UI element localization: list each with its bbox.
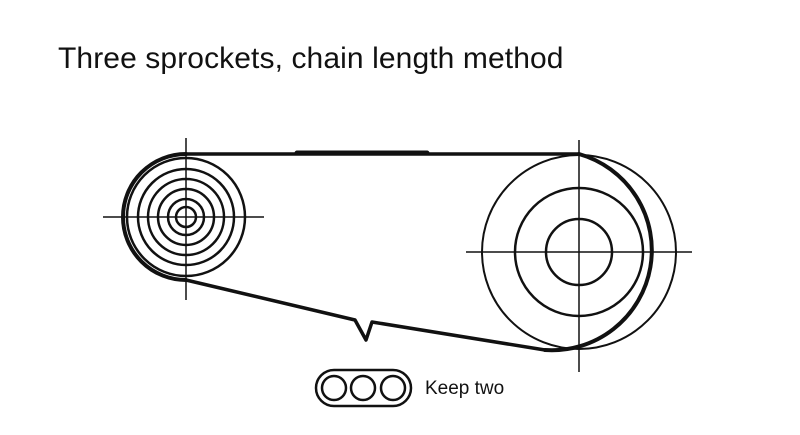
large-sprocket xyxy=(466,140,692,372)
chain-link-plate xyxy=(314,368,413,408)
chain-note-label: Keep two xyxy=(425,378,505,399)
chain-link-roller xyxy=(379,374,407,402)
chain-bottom-run xyxy=(184,278,547,352)
chain-link-sample xyxy=(314,368,413,408)
chain-link-roller xyxy=(349,374,377,402)
large-sprocket-chain-wrap xyxy=(543,152,654,353)
diagram-title: Three sprockets, chain length method xyxy=(58,42,564,75)
small-sprocket xyxy=(103,138,264,300)
chain-link-roller xyxy=(320,374,348,402)
